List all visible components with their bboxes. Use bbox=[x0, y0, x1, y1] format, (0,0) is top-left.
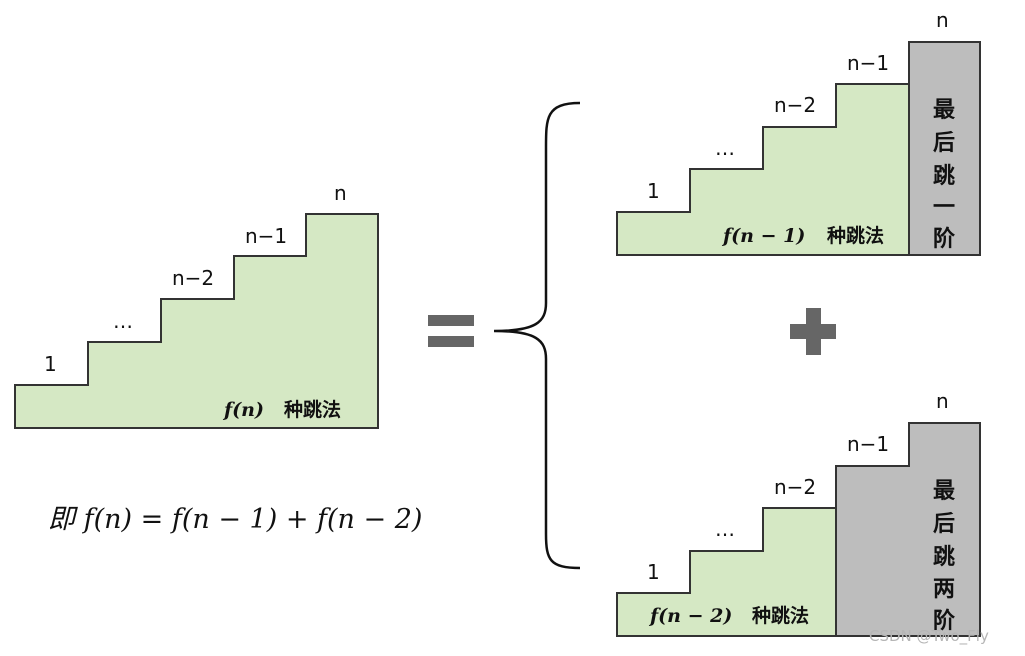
left-ways-text: 种跳法 bbox=[283, 398, 341, 421]
bottom-block-char-2: 后 bbox=[933, 512, 955, 537]
top-block-char-2: 后 bbox=[933, 131, 955, 156]
top-staircase: 1 … n−2 n−1 n f(n − 1) 种跳法 最 后 跳 一 阶 bbox=[616, 8, 981, 256]
top-block-char-4: 一 bbox=[933, 195, 955, 220]
top-block-char-5: 阶 bbox=[933, 226, 956, 252]
left-ways-formula: f(n) bbox=[222, 399, 264, 421]
left-stairs-shape bbox=[14, 213, 379, 429]
equals-sign bbox=[428, 315, 474, 347]
left-staircase: 1 … n−2 n−1 n f(n) 种跳法 bbox=[14, 181, 379, 429]
bottom-block-char-4: 两 bbox=[933, 577, 955, 602]
bottom-block-char-5: 阶 bbox=[933, 608, 956, 634]
left-step-label-n-minus-2: n−2 bbox=[172, 266, 214, 290]
watermark: CSDN @Two_Fly bbox=[869, 627, 989, 646]
bottom-staircase: 1 … n−2 n−1 n f(n − 2) 种跳法 最 后 跳 两 阶 bbox=[616, 389, 981, 637]
bottom-step-label-1: 1 bbox=[647, 560, 660, 584]
curly-brace bbox=[493, 101, 581, 570]
top-last-step-block bbox=[908, 41, 981, 256]
bottom-ways-text: 种跳法 bbox=[751, 604, 809, 627]
plus-sign bbox=[790, 308, 836, 355]
top-step-label-n-minus-2: n−2 bbox=[774, 93, 816, 117]
bottom-block-char-1: 最 bbox=[933, 479, 956, 504]
bottom-block-char-3: 跳 bbox=[933, 544, 955, 570]
top-ways-formula: f(n − 1) bbox=[721, 225, 805, 247]
bottom-last-two-steps-block bbox=[835, 422, 981, 637]
bottom-step-label-n: n bbox=[936, 389, 949, 413]
left-step-label-1: 1 bbox=[44, 352, 57, 376]
bottom-step-label-ellipsis: … bbox=[715, 517, 735, 541]
bottom-ways-formula: f(n − 2) bbox=[648, 605, 732, 627]
recurrence-equation: 即 f(n) = f(n − 1) + f(n − 2) bbox=[48, 504, 422, 535]
left-step-label-ellipsis: … bbox=[113, 309, 133, 333]
left-step-label-n: n bbox=[334, 181, 347, 205]
top-step-label-n-minus-1: n−1 bbox=[847, 51, 889, 75]
top-ways-text: 种跳法 bbox=[826, 224, 884, 247]
top-block-char-3: 跳 bbox=[933, 163, 955, 189]
bottom-step-label-n-minus-2: n−2 bbox=[774, 475, 816, 499]
bottom-step-label-n-minus-1: n−1 bbox=[847, 432, 889, 456]
top-step-label-ellipsis: … bbox=[715, 136, 735, 160]
top-block-char-1: 最 bbox=[933, 98, 956, 123]
top-step-label-n: n bbox=[936, 8, 949, 32]
top-step-label-1: 1 bbox=[647, 179, 660, 203]
left-step-label-n-minus-1: n−1 bbox=[245, 224, 287, 248]
